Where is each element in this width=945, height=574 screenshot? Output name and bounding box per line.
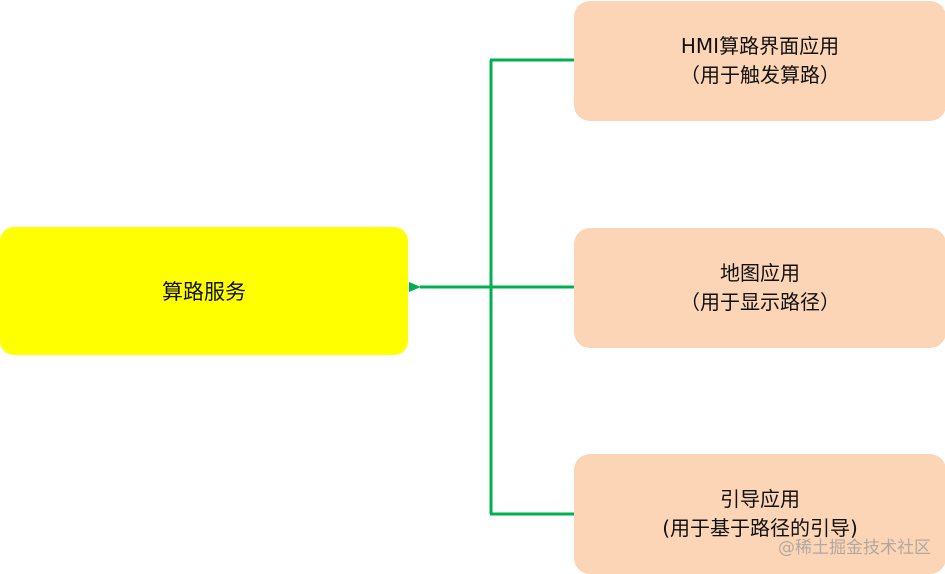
map-app-title: 地图应用: [720, 261, 800, 285]
guidance-app-title: 引导应用: [720, 487, 800, 511]
routing-service-box: 算路服务: [0, 227, 408, 355]
routing-service-label: 算路服务: [162, 280, 246, 304]
hmi-routing-app-box: HMI算路界面应用 （用于触发算路）: [574, 1, 945, 121]
guidance-app-subtitle: (用于基于路径的引导): [662, 516, 858, 540]
hmi-routing-app-title: HMI算路界面应用: [680, 34, 840, 58]
hmi-routing-app-subtitle: （用于触发算路）: [680, 63, 840, 87]
map-app-box: 地图应用 （用于显示路径）: [574, 228, 945, 348]
watermark-text: @稀土掘金技术社区: [778, 538, 931, 558]
map-app-subtitle: （用于显示路径）: [680, 290, 840, 314]
guidance-app-box: 引导应用 (用于基于路径的引导): [574, 454, 945, 574]
